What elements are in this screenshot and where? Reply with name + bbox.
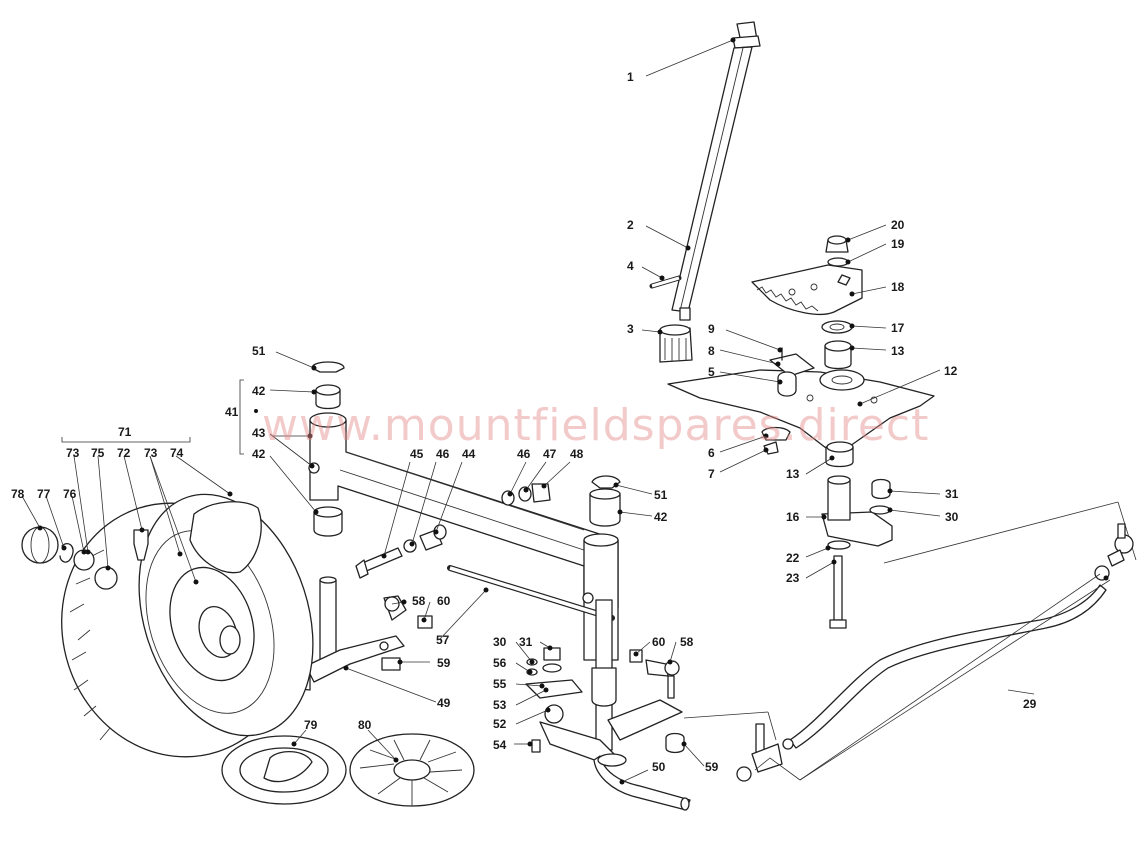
- callout-13-lower: 13: [786, 467, 800, 481]
- callout-31-center: 31: [519, 635, 533, 649]
- callout-47: 47: [543, 447, 557, 461]
- callout-60-left: 60: [437, 594, 451, 608]
- callout-5: 5: [708, 365, 715, 379]
- callout-29: 29: [1023, 697, 1037, 711]
- stub-axle-right-icon: [539, 599, 691, 811]
- callout-44: 44: [462, 447, 476, 461]
- callout-labels: 1 2 4 3 9 8 5 6 7 20 19 18 17 13 12 13 1…: [11, 70, 1037, 774]
- lever-icon: [761, 347, 815, 455]
- tie-rod-icon: [683, 523, 1134, 782]
- callout-73-right: 73: [144, 446, 158, 460]
- callout-71: 71: [118, 425, 132, 439]
- callout-42-right: 42: [654, 510, 668, 524]
- callout-58-left: 58: [412, 594, 426, 608]
- callout-60-right: 60: [652, 635, 666, 649]
- bush-icon: [824, 340, 854, 468]
- callout-46-right: 46: [517, 447, 531, 461]
- callout-53: 53: [493, 698, 507, 712]
- callout-75: 75: [91, 446, 105, 460]
- callout-50: 50: [652, 760, 666, 774]
- callout-17: 17: [891, 321, 905, 335]
- callout-42-lower: 42: [252, 447, 266, 461]
- callout-43: 43: [252, 426, 266, 440]
- pivot-plate-icon: [667, 369, 935, 457]
- wheel-tyre-icon: [21, 437, 314, 758]
- callout-20: 20: [891, 218, 905, 232]
- callout-41: 41: [225, 405, 239, 419]
- callout-77: 77: [37, 487, 51, 501]
- watermark: www.mountfieldspares.direct: [262, 400, 929, 451]
- callout-73-left: 73: [66, 446, 80, 460]
- callout-56: 56: [493, 656, 507, 670]
- callout-78: 78: [11, 487, 25, 501]
- callout-19: 19: [891, 237, 905, 251]
- callout-1: 1: [627, 70, 634, 84]
- callout-46-left: 46: [436, 447, 450, 461]
- callout-18: 18: [891, 280, 905, 294]
- callout-12: 12: [944, 364, 958, 378]
- callout-45: 45: [410, 447, 424, 461]
- callout-80: 80: [358, 718, 372, 732]
- callout-30-center: 30: [493, 635, 507, 649]
- steering-coupling-icon: [659, 324, 693, 363]
- callout-7: 7: [708, 467, 715, 481]
- callout-52: 52: [493, 717, 507, 731]
- callout-6: 6: [708, 446, 715, 460]
- hub-cap-icon: [221, 733, 475, 807]
- callout-59-left: 59: [437, 656, 451, 670]
- leader-lines: [21, 37, 1109, 785]
- callout-9: 9: [708, 322, 715, 336]
- callout-8: 8: [708, 344, 715, 358]
- callout-3: 3: [627, 322, 634, 336]
- callout-2: 2: [627, 218, 634, 232]
- callout-76: 76: [63, 487, 77, 501]
- callout-48: 48: [570, 447, 584, 461]
- steering-column-icon: [649, 21, 761, 363]
- callout-72: 72: [117, 446, 131, 460]
- drag-link-icon: [821, 475, 1137, 629]
- callout-55: 55: [493, 677, 507, 691]
- callout-16: 16: [786, 510, 800, 524]
- callout-79: 79: [304, 718, 318, 732]
- roll-pin-icon: [649, 275, 682, 289]
- callout-23: 23: [786, 571, 800, 585]
- callout-49: 49: [437, 696, 451, 710]
- callout-51-right: 51: [654, 488, 668, 502]
- axle-beam-icon: [308, 361, 621, 661]
- callout-51-left: 51: [252, 344, 266, 358]
- callout-59-right: 59: [705, 760, 719, 774]
- callout-22: 22: [786, 551, 800, 565]
- callout-30-right: 30: [945, 510, 959, 524]
- callout-54: 54: [493, 738, 507, 752]
- callout-31-right: 31: [945, 487, 959, 501]
- callout-57: 57: [436, 633, 450, 647]
- ball-joint-icon: [736, 723, 794, 782]
- callout-58-right: 58: [680, 635, 694, 649]
- callout-4: 4: [627, 259, 634, 273]
- callout-42-upper: 42: [252, 384, 266, 398]
- callout-74: 74: [170, 446, 184, 460]
- callout-13-upper: 13: [891, 344, 905, 358]
- sector-gear-icon: [751, 235, 863, 334]
